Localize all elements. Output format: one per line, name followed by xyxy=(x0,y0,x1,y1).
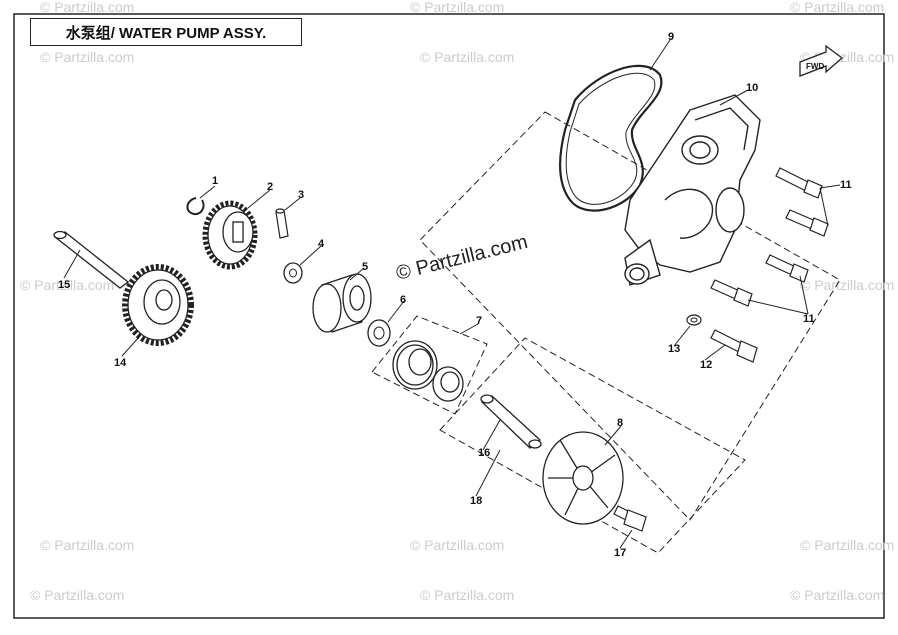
callout-10: 10 xyxy=(746,82,758,94)
callout-2: 2 xyxy=(267,181,273,193)
impeller-shaft xyxy=(480,394,542,449)
center-watermark: © Partzilla.com xyxy=(394,231,530,285)
callout-4: 4 xyxy=(318,238,325,250)
svg-text:© Partzilla.com: © Partzilla.com xyxy=(800,537,894,553)
callout-12: 12 xyxy=(700,359,712,371)
svg-text:© Partzilla.com: © Partzilla.com xyxy=(410,0,504,15)
drive-gear xyxy=(202,200,258,270)
impeller-bolt xyxy=(613,505,647,532)
callout-18: 18 xyxy=(470,495,482,507)
callout-16: 16 xyxy=(478,447,490,459)
callout-17: 17 xyxy=(614,547,626,559)
seal-group-outline xyxy=(371,315,488,415)
callout-9: 9 xyxy=(668,31,674,43)
fwd-arrow-icon: FWD xyxy=(799,44,844,77)
gasket xyxy=(558,64,663,212)
bolt xyxy=(785,209,829,237)
svg-text:© Partzilla.com: © Partzilla.com xyxy=(20,277,114,293)
callout-6: 6 xyxy=(400,294,406,306)
callout-7: 7 xyxy=(476,315,482,327)
svg-text:© Partzilla.com: © Partzilla.com xyxy=(420,49,514,65)
bolt xyxy=(765,254,809,283)
callout-14: 14 xyxy=(114,357,127,369)
oil-seal xyxy=(432,366,464,402)
pump-housing xyxy=(624,94,761,286)
diagram-frame xyxy=(13,13,885,619)
housing-group-outline xyxy=(419,111,841,521)
callout-11b: 11 xyxy=(803,313,815,325)
svg-text:© Partzilla.com: © Partzilla.com xyxy=(30,587,124,603)
driven-gear xyxy=(122,264,194,346)
callout-8: 8 xyxy=(617,417,623,429)
svg-text:© Partzilla.com: © Partzilla.com xyxy=(40,537,134,553)
leader-lines xyxy=(63,39,841,549)
callouts: 1 2 3 4 5 6 7 8 9 10 11 11 12 13 14 15 1… xyxy=(58,31,852,559)
gasket-inner-edge xyxy=(565,72,656,205)
pump-shaft xyxy=(53,230,130,289)
bolt xyxy=(710,279,753,307)
svg-text:FWD: FWD xyxy=(806,62,824,71)
bearing xyxy=(312,273,372,333)
callout-11a: 11 xyxy=(840,179,852,191)
watermarks: © Partzilla.com © Partzilla.com © Partzi… xyxy=(20,0,894,603)
callout-5: 5 xyxy=(362,261,368,273)
bolt xyxy=(775,167,823,199)
svg-text:© Partzilla.com: © Partzilla.com xyxy=(40,49,134,65)
svg-text:© Partzilla.com: © Partzilla.com xyxy=(420,587,514,603)
diagram-title: 水泵组/ WATER PUMP ASSY. xyxy=(30,18,302,46)
mechanical-seal xyxy=(392,340,438,390)
callout-13: 13 xyxy=(668,343,680,355)
svg-text:© Partzilla.com: © Partzilla.com xyxy=(800,277,894,293)
bolt xyxy=(710,329,758,363)
circlip xyxy=(186,197,205,216)
svg-text:© Partzilla.com: © Partzilla.com xyxy=(40,0,134,15)
svg-text:© Partzilla.com: © Partzilla.com xyxy=(790,0,884,15)
callout-3: 3 xyxy=(298,189,304,201)
impeller xyxy=(542,431,624,525)
callout-15: 15 xyxy=(58,279,70,291)
callout-1: 1 xyxy=(212,175,218,187)
pin xyxy=(275,208,289,239)
svg-text:© Partzilla.com: © Partzilla.com xyxy=(790,587,884,603)
svg-text:© Partzilla.com: © Partzilla.com xyxy=(410,537,504,553)
